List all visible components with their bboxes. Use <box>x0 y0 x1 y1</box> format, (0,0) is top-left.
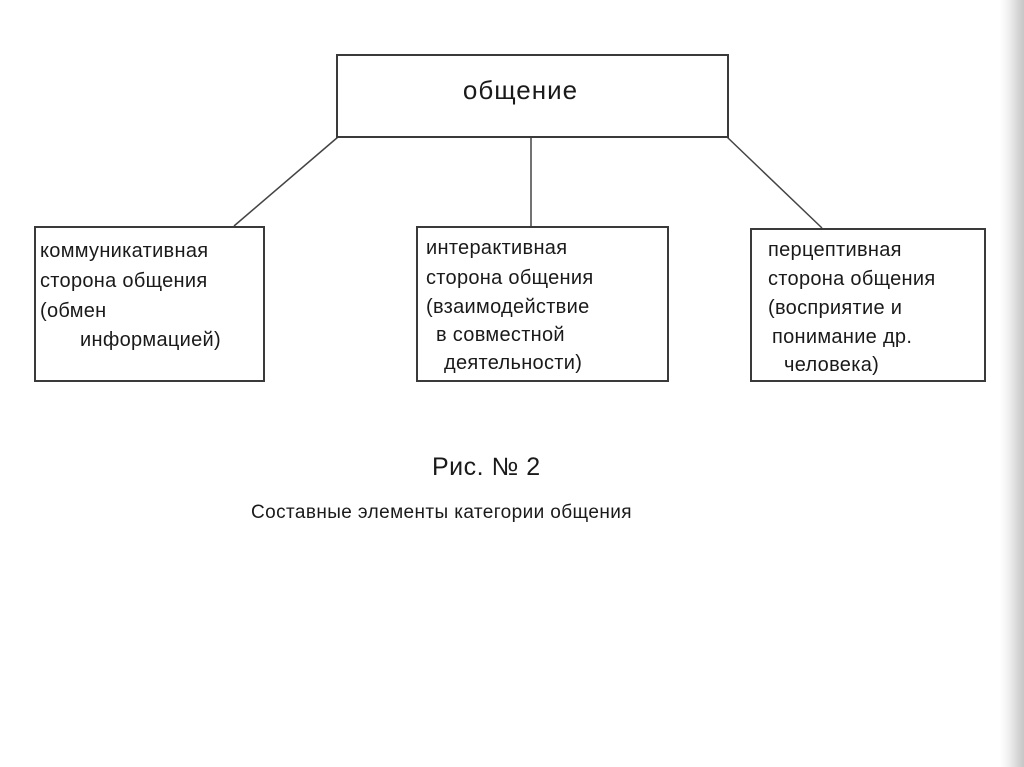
root-node-label: общение <box>462 74 579 105</box>
child-node-line: в совместной <box>436 324 565 346</box>
child-node-line: сторона общения <box>768 268 936 290</box>
child-node-line: деятельности) <box>444 352 583 374</box>
child-node-communicative: коммуникативная сторона общения (обмен и… <box>34 226 265 382</box>
figure-caption-title: Рис. № 2 <box>432 453 541 481</box>
child-node-line: интерактивная <box>426 237 568 259</box>
child-node-line: коммуникативная <box>40 240 209 262</box>
child-node-line: (восприятие и <box>768 297 903 319</box>
connector-right <box>726 136 823 229</box>
child-node-line: (взаимодействие <box>426 296 590 318</box>
child-node-line: (обмен <box>40 300 107 322</box>
child-node-line: информацией) <box>80 329 221 351</box>
root-node: общение <box>336 54 729 138</box>
slide-edge-shadow <box>1000 0 1024 767</box>
child-node-line: перцептивная <box>768 239 902 261</box>
child-node-line: сторона общения <box>426 267 594 289</box>
child-node-line: сторона общения <box>40 270 208 292</box>
child-node-line: понимание др. <box>772 326 913 348</box>
child-node-perceptive: перцептивная сторона общения (восприятие… <box>750 228 986 382</box>
child-node-line: человека) <box>784 354 880 376</box>
connector-left <box>233 136 339 227</box>
child-node-interactive: интерактивная сторона общения (взаимодей… <box>416 226 669 382</box>
figure-caption-subtitle: Составные элементы категории общения <box>251 502 632 523</box>
